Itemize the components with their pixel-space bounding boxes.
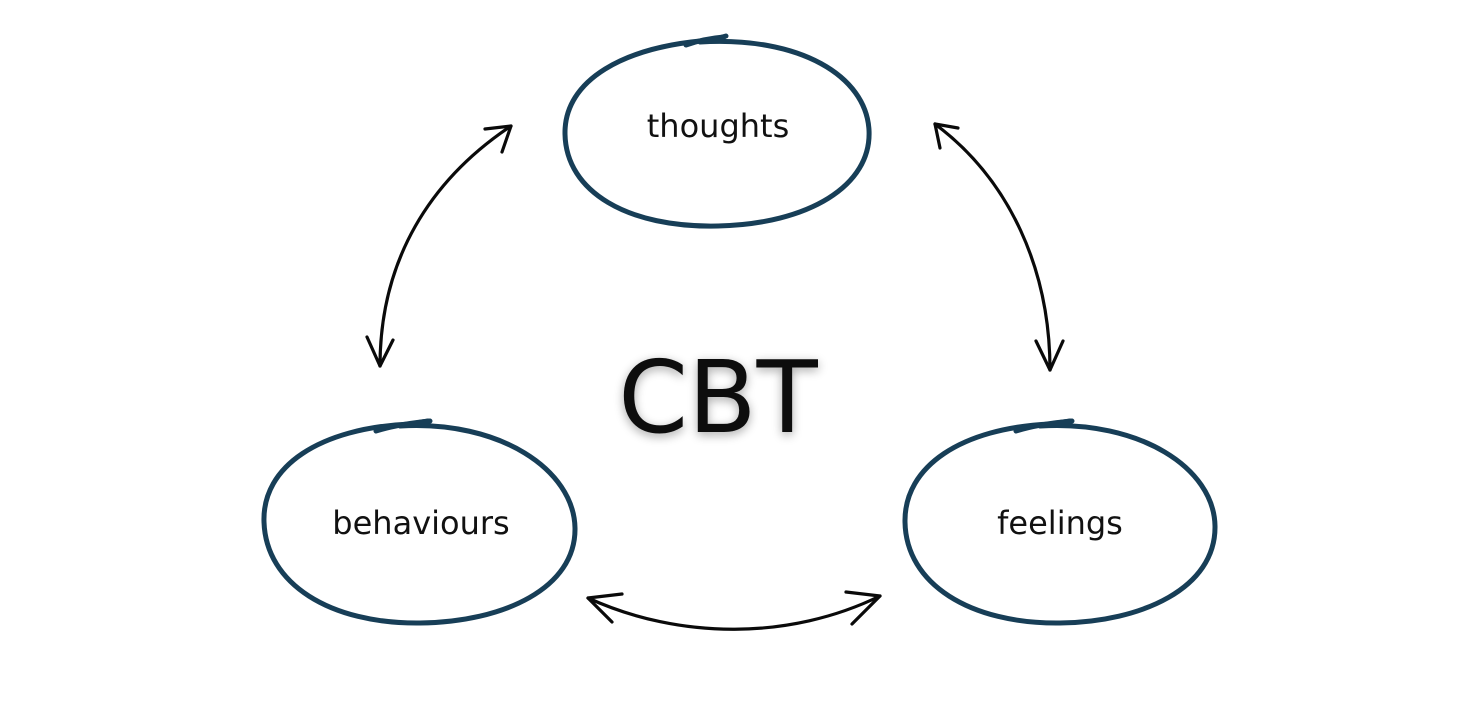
arrow-behaviours-thoughts-line [378, 124, 513, 368]
thoughts-ring-tail [683, 34, 727, 48]
feelings-ring-tail [1013, 418, 1075, 434]
behaviours-ring-tail [373, 418, 433, 434]
arrow-head-thoughts-end [933, 122, 960, 150]
arrow-head-thoughts-start [483, 124, 513, 154]
arrow-thoughts-feelings [933, 122, 1065, 372]
arrow-head-behaviours-end [365, 335, 395, 368]
arrow-behaviours-feelings [586, 590, 882, 631]
arrow-thoughts-feelings-line [933, 122, 1052, 372]
arrow-behaviours-feelings-line [586, 594, 882, 631]
thoughts-node: thoughts [562, 33, 872, 229]
behaviours-ring [261, 418, 578, 626]
arrow-head-behaviours-start [586, 592, 624, 624]
center-title: CBT [618, 339, 818, 456]
thoughts-ring [562, 33, 872, 229]
arrow-head-feelings-end [1034, 339, 1065, 372]
thoughts-label: thoughts [647, 107, 790, 145]
feelings-ring [902, 418, 1218, 626]
arrow-head-feelings-start [844, 590, 882, 626]
behaviours-node: behaviours [261, 418, 578, 626]
behaviours-label: behaviours [332, 504, 509, 542]
feelings-label: feelings [997, 504, 1123, 542]
feelings-node: feelings [902, 418, 1218, 626]
arrow-behaviours-thoughts [365, 124, 513, 368]
